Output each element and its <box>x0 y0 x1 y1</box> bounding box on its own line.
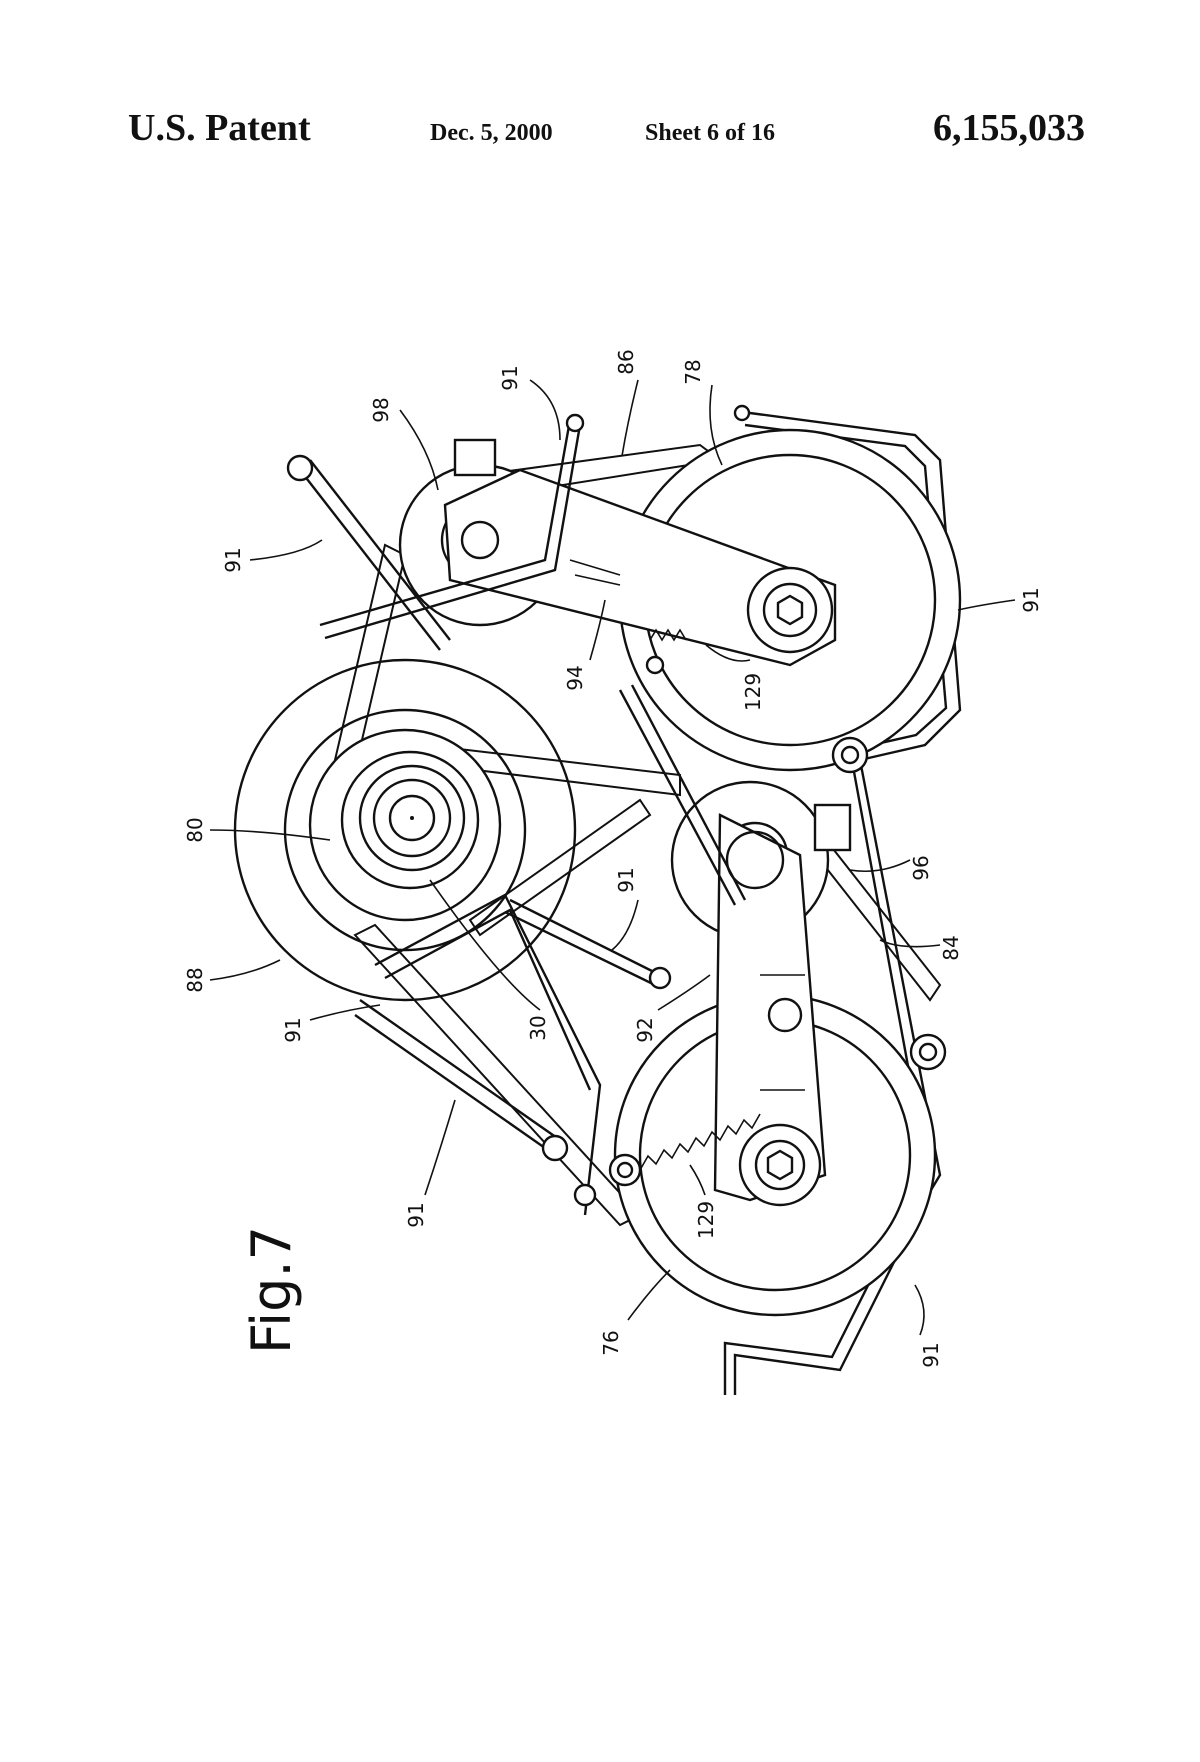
pulley-80 <box>308 728 502 922</box>
patent-title: U.S. Patent <box>128 107 311 149</box>
label-94: 94 <box>563 665 587 690</box>
spring-129-bottom <box>639 1113 761 1171</box>
rods-91 <box>286 413 747 1216</box>
label-91-upper-left: 91 <box>221 547 245 572</box>
label-98: 98 <box>369 397 393 422</box>
patent-date: Dec. 5, 2000 <box>430 120 553 146</box>
label-80: 80 <box>183 817 207 842</box>
label-96: 96 <box>909 855 933 880</box>
leader-lines <box>209 379 1016 1336</box>
arm-94 <box>443 468 837 667</box>
label-91-top: 91 <box>498 365 522 390</box>
label-76: 76 <box>599 1330 623 1355</box>
label-129-top: 129 <box>741 673 765 711</box>
frame-nuts <box>608 736 947 1187</box>
label-78: 78 <box>681 359 705 384</box>
label-86: 86 <box>614 349 638 374</box>
label-91-right-top: 91 <box>1019 587 1043 612</box>
label-91-left: 91 <box>281 1017 305 1042</box>
spring-129-top <box>649 628 687 642</box>
label-30: 30 <box>526 1015 550 1040</box>
label-129-bottom: 129 <box>694 1201 718 1239</box>
label-88: 88 <box>183 967 207 992</box>
figure-label: Fig.7 <box>240 1226 303 1354</box>
label-91-lower-left: 91 <box>404 1202 428 1227</box>
patent-number: 6,155,033 <box>933 107 1085 149</box>
label-84: 84 <box>939 935 963 960</box>
arm-92 <box>713 813 827 1207</box>
sheet-number: Sheet 6 of 16 <box>645 120 775 146</box>
frame-pin <box>733 404 751 422</box>
label-92: 92 <box>633 1017 657 1042</box>
label-91-bottom-right: 91 <box>919 1342 943 1367</box>
label-91-center: 91 <box>614 867 638 892</box>
spring-anchor-top <box>645 655 665 675</box>
patent-header: U.S. Patent Dec. 5, 2000 Sheet 6 of 16 6… <box>0 96 1200 156</box>
